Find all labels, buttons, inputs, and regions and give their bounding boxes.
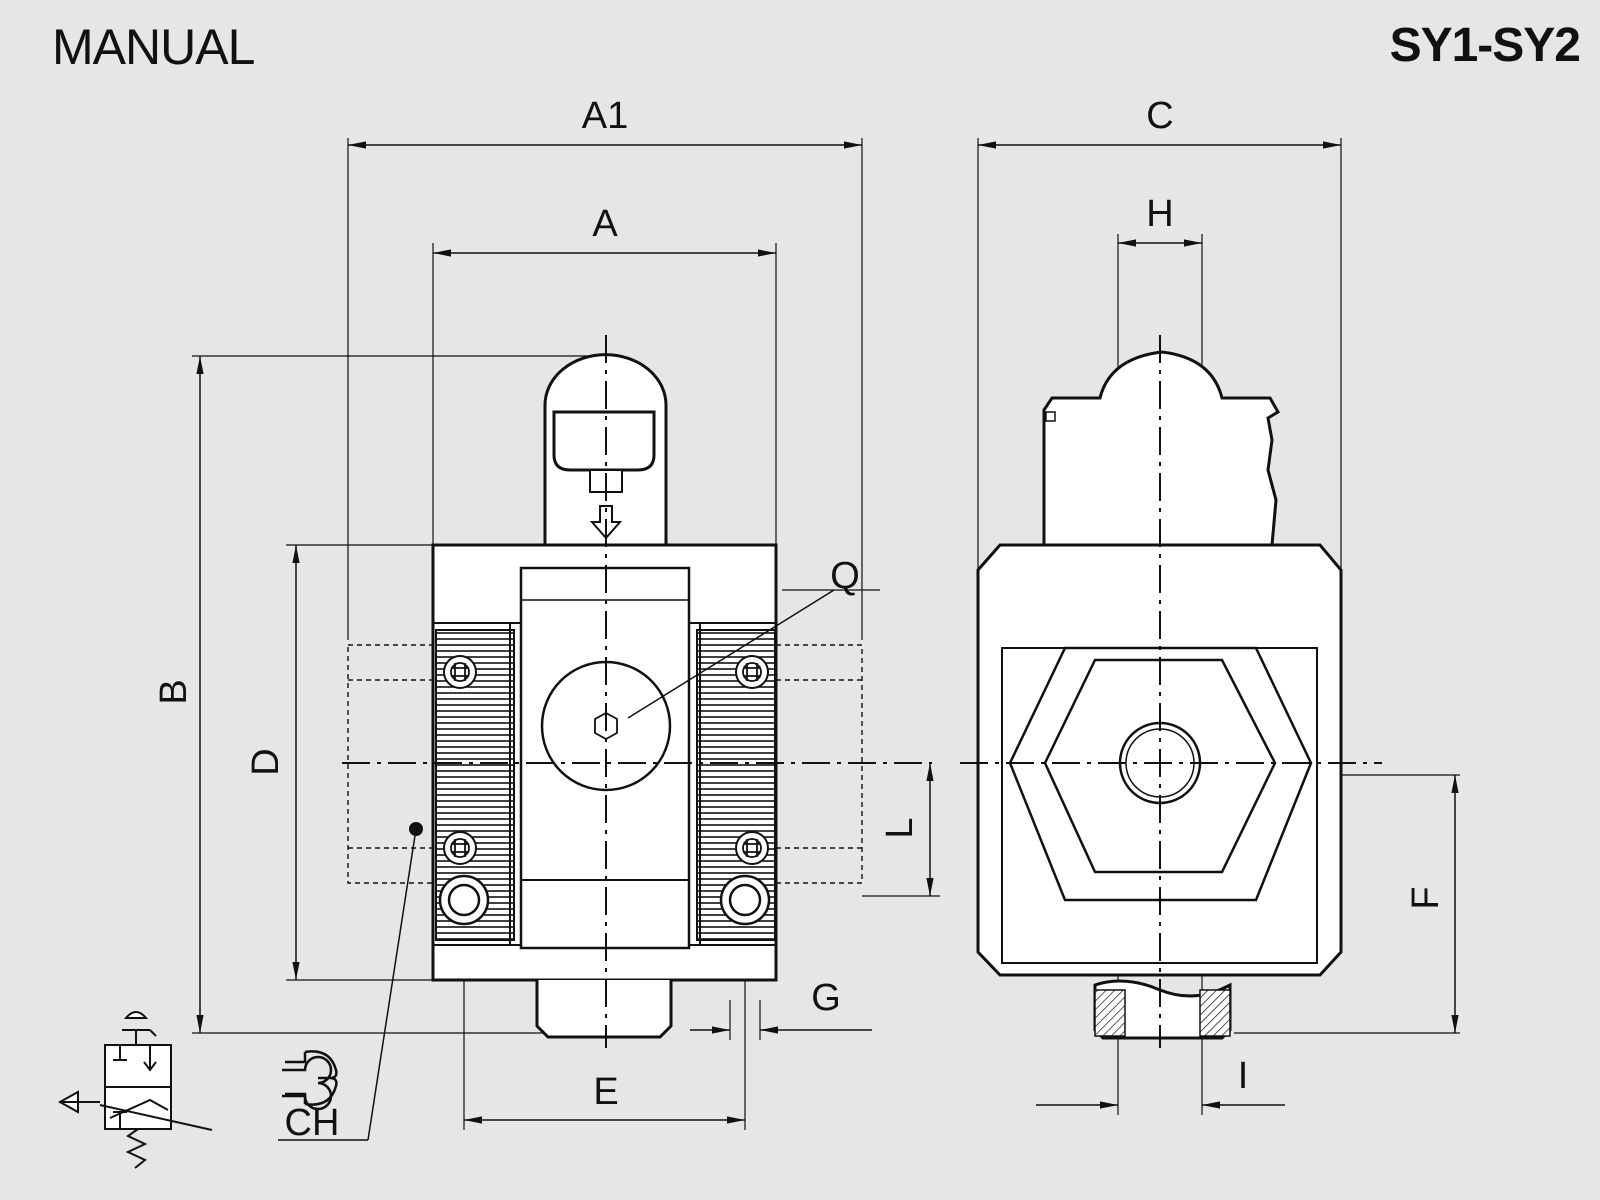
dim-label-ch: CH [285,1102,340,1144]
header-title-left: MANUAL [52,19,255,75]
dim-label-g: G [811,977,841,1019]
front-view [192,138,940,1141]
dimension-labels: A1 A C H Q G E CH I B D L F [153,95,1447,1144]
dim-label-a: A [592,203,618,245]
dim-label-f: F [1405,886,1447,909]
front-dimensions [196,141,934,1124]
header-title-right: SY1-SY2 [1389,19,1581,72]
dim-label-b: B [153,679,195,704]
dim-label-q: Q [830,555,860,597]
dim-label-a1: A1 [582,95,628,137]
side-dimensions [978,141,1459,1109]
valve-symbol [57,1011,213,1169]
dim-label-d: D [245,748,287,775]
dim-label-l: L [879,817,921,838]
dim-label-i: I [1238,1055,1249,1097]
wrench-icon [285,1050,338,1106]
side-view [960,138,1460,1115]
dim-label-e: E [593,1071,618,1113]
dim-label-c: C [1146,95,1173,137]
dim-label-h: H [1146,193,1173,235]
